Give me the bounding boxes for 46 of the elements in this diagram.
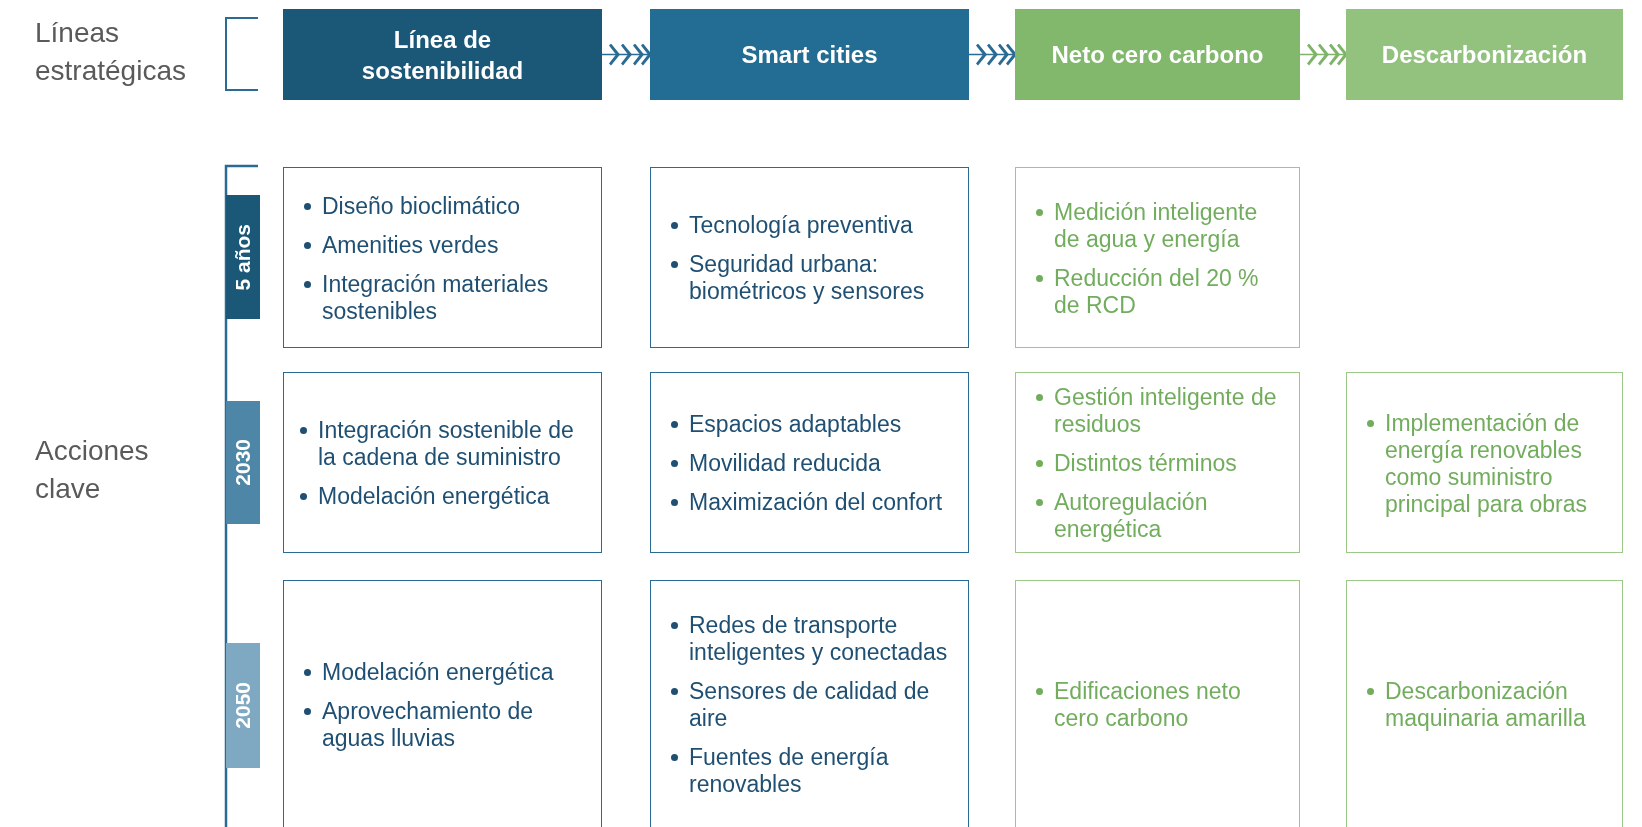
- action-box: [1346, 580, 1623, 827]
- bullet-text: Redes de transporte inteligentes y conectadas: [689, 612, 948, 665]
- bullet-text: Gestión inteligente de residuos: [1054, 384, 1277, 437]
- bullet-text: Descarbonización maquinaria amarilla: [1385, 678, 1586, 731]
- bullet-text: Aprovechamiento de aguas lluvias: [322, 697, 533, 751]
- strategy-header: Línea de sostenibilidad: [283, 9, 602, 100]
- bullet-text: Integración sostenible de la cadena de suministro: [318, 417, 574, 470]
- action-box: [650, 372, 969, 553]
- action-box: [283, 372, 602, 553]
- bullet-text: Implementación de energía renovables como suministro principal para obras: [1385, 409, 1587, 517]
- strategy-header: Smart cities: [650, 9, 969, 100]
- bullet-text: Espacios adaptables: [689, 411, 902, 437]
- bullet-text: Amenities verdes: [322, 231, 499, 258]
- bullet-text: Modelación energética: [318, 483, 550, 509]
- bullet-text: Movilidad reducida: [689, 450, 881, 476]
- action-box: [1015, 167, 1300, 348]
- action-box: [650, 580, 969, 827]
- year-label: 5 años: [231, 223, 255, 291]
- action-box: [283, 167, 602, 348]
- bullet-text: Seguridad urbana: biométricos y sensores: [689, 251, 925, 304]
- bullet-text: Sensores de calidad de aire: [689, 678, 930, 731]
- action-box: [1015, 372, 1300, 553]
- action-box: [1346, 372, 1623, 553]
- action-box: [1015, 580, 1300, 827]
- year-label: 2050: [231, 682, 255, 729]
- action-box: [283, 580, 602, 827]
- row-label: Acciones clave: [35, 434, 150, 506]
- year-tab: [226, 643, 260, 768]
- strategy-header: Descarbonización: [1346, 9, 1623, 100]
- bullet-text: Edificaciones neto cero carbono: [1054, 678, 1241, 731]
- bullet-text: Distintos términos: [1054, 450, 1237, 476]
- bullet-text: Medición inteligente de agua y energía: [1054, 198, 1258, 252]
- bullet-text: Integración materiales sostenibles: [322, 270, 549, 324]
- year-tab: [226, 401, 260, 524]
- bullet-text: Modelación energética: [322, 658, 554, 685]
- action-box: [650, 167, 969, 348]
- bullet-text: Diseño bioclimático: [322, 192, 521, 219]
- bullet-text: Tecnología preventiva: [689, 212, 913, 238]
- bullet-text: Fuentes de energía renovables: [689, 744, 889, 797]
- year-tab: [226, 195, 260, 319]
- strategy-header: Neto cero carbono: [1015, 9, 1300, 100]
- year-label: 2030: [231, 439, 255, 486]
- bullet-text: Reducción del 20 % de RCD: [1054, 264, 1259, 318]
- bullet-text: Maximización del confort: [689, 489, 943, 515]
- row-label: Líneas estratégicas: [35, 16, 187, 88]
- bullet-text: Autoregulación energética: [1054, 489, 1208, 542]
